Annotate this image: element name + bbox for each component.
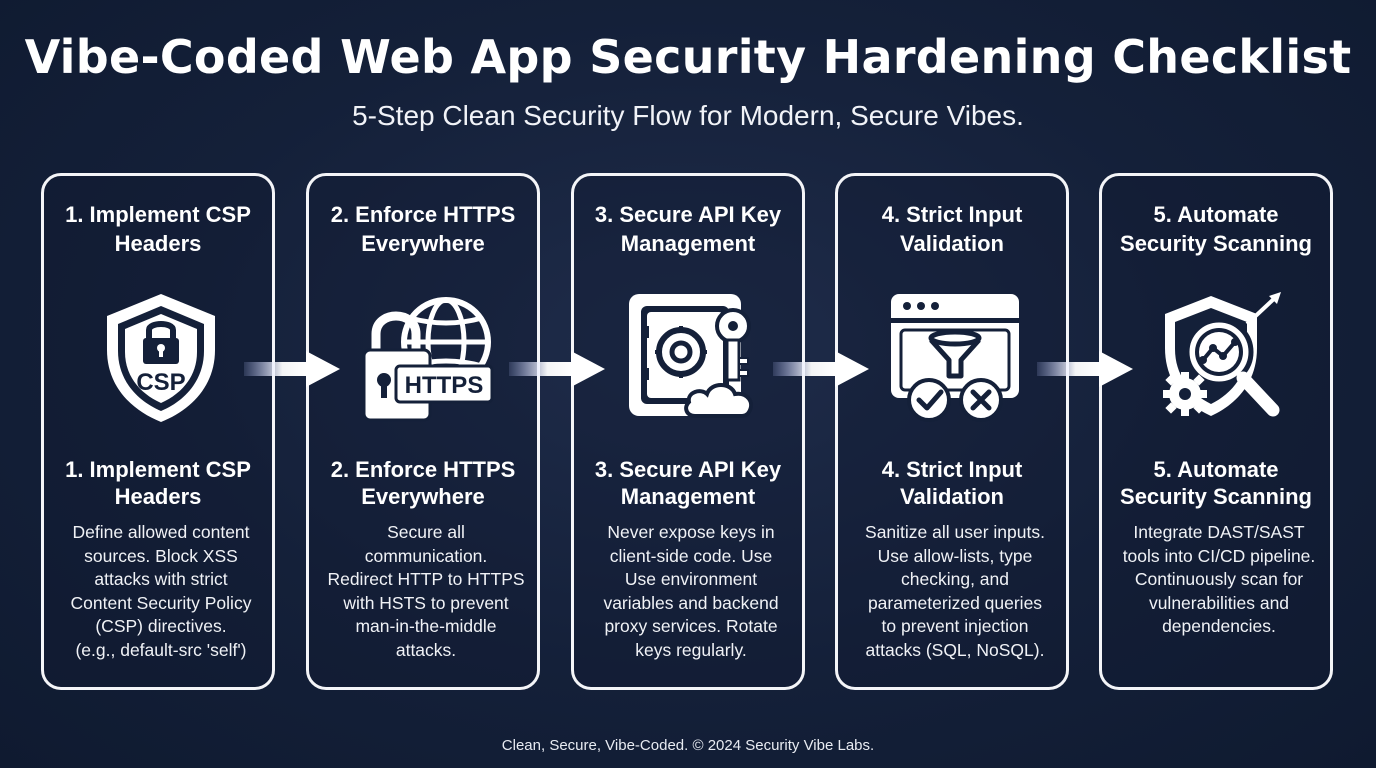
step-card-4: 4. Strict Input Validation 4. Strict Inp…: [835, 173, 1069, 690]
step-5-heading: 5. Automate Security Scanning: [1102, 200, 1330, 258]
desc-line: attacks.: [395, 639, 457, 660]
svg-text:CSP: CSP: [136, 369, 185, 396]
desc-line: Sanitize all user inputs.: [865, 522, 1045, 542]
desc-line: sources. Block XSS: [84, 545, 238, 566]
desc-line: Define allowed content: [72, 522, 250, 542]
browser-filter-check-icon: [885, 286, 1025, 426]
flow-arrow-2: [509, 349, 605, 389]
step-4-description: Sanitize all user inputs. Use allow-list…: [848, 521, 1062, 662]
step-2-description: Secure all communication. Redirect HTTP …: [319, 521, 533, 662]
desc-line: checking, and: [901, 569, 1009, 589]
desc-line: (e.g., default-src 'self'): [75, 639, 247, 660]
desc-line: vulnerabilities and: [1148, 592, 1290, 613]
flow-arrow-3: [773, 349, 869, 389]
step-card-5: 5. Automate Security Scanning: [1099, 173, 1333, 690]
desc-line: to prevent injection: [881, 616, 1029, 636]
desc-line: Secure all: [387, 522, 465, 542]
shield-magnifier-gear-icon: [1149, 286, 1289, 426]
desc-line: Content Security Policy: [70, 592, 252, 613]
desc-line: client-side code. Use: [609, 545, 773, 566]
step-4-heading-line-1: 4. Strict Input: [881, 202, 1023, 227]
desc-line: Continuously scan for: [1134, 569, 1304, 589]
step-5-subheading: 5. Automate Security Scanning: [1102, 456, 1330, 510]
flow-arrow-1: [244, 349, 340, 389]
desc-line: proxy services. Rotate: [604, 616, 778, 636]
step-5-subheading-line-2: Security Scanning: [1120, 484, 1312, 509]
step-2-heading-line-2: Everywhere: [361, 231, 485, 256]
step-1-subheading-line-2: Headers: [114, 484, 202, 509]
step-2-heading-line-1: 2. Enforce HTTPS: [330, 202, 516, 227]
desc-line: variables and backend: [603, 592, 779, 613]
desc-line: (CSP) directives.: [95, 616, 227, 636]
step-2-subheading-line-2: Everywhere: [361, 484, 485, 509]
desc-line: dependencies.: [1162, 616, 1276, 636]
step-1-heading: 1. Implement CSP Headers: [44, 200, 272, 258]
step-1-subheading-line-1: 1. Implement CSP: [65, 457, 251, 482]
padlock-globe-https-icon: HTTPS: [356, 286, 496, 426]
step-4-subheading: 4. Strict Input Validation: [838, 456, 1066, 510]
step-4-subheading-line-1: 4. Strict Input: [881, 457, 1023, 482]
step-3-description: Never expose keys in client-side code. U…: [584, 521, 798, 662]
step-1-description: Define allowed content sources. Block XS…: [54, 521, 268, 662]
page-subtitle: 5-Step Clean Security Flow for Modern, S…: [352, 100, 1024, 131]
step-3-subheading-line-1: 3. Secure API Key: [594, 457, 782, 482]
step-2-subheading: 2. Enforce HTTPS Everywhere: [309, 456, 537, 510]
desc-line: attacks with strict: [94, 569, 228, 589]
desc-line: communication.: [364, 545, 488, 566]
shield-lock-csp-icon: CSP: [91, 286, 231, 426]
step-4-heading-line-2: Validation: [900, 231, 1004, 256]
desc-line: attacks (SQL, NoSQL).: [865, 639, 1045, 660]
desc-line: Redirect HTTP to HTTPS: [327, 569, 525, 589]
safe-key-cloud-icon: [621, 286, 761, 426]
step-card-1: 1. Implement CSP Headers CSP 1. Implemen…: [41, 173, 275, 690]
desc-line: Use environment: [624, 569, 758, 589]
desc-line: Use allow-lists, type: [877, 545, 1033, 566]
step-1-heading-line-2: Headers: [114, 231, 202, 256]
desc-line: man-in-the-middle: [355, 616, 497, 636]
step-card-2: 2. Enforce HTTPS Everywhere HTTPS 2. Enf…: [306, 173, 540, 690]
desc-line: parameterized queries: [867, 592, 1043, 613]
footer-credit: Clean, Secure, Vibe-Coded. © 2024 Securi…: [501, 737, 875, 754]
step-3-subheading: 3. Secure API Key Management: [574, 456, 802, 510]
page-title: Vibe-Coded Web App Security Hardening Ch…: [24, 30, 1352, 84]
step-3-heading: 3. Secure API Key Management: [574, 200, 802, 258]
step-5-subheading-line-1: 5. Automate: [1153, 457, 1279, 482]
step-1-subheading: 1. Implement CSP Headers: [44, 456, 272, 510]
step-3-heading-line-1: 3. Secure API Key: [594, 202, 782, 227]
step-5-heading-line-2: Security Scanning: [1120, 231, 1312, 256]
flow-arrow-4: [1037, 349, 1133, 389]
svg-text:HTTPS: HTTPS: [405, 372, 484, 399]
step-1-heading-line-1: 1. Implement CSP: [65, 202, 251, 227]
desc-line: keys regularly.: [635, 639, 747, 660]
step-2-heading: 2. Enforce HTTPS Everywhere: [309, 200, 537, 258]
desc-line: Never expose keys in: [607, 522, 775, 542]
step-3-subheading-line-2: Management: [620, 484, 756, 509]
step-3-heading-line-2: Management: [620, 231, 756, 256]
step-2-subheading-line-1: 2. Enforce HTTPS: [330, 457, 516, 482]
step-4-heading: 4. Strict Input Validation: [838, 200, 1066, 258]
desc-line: tools into CI/CD pipeline.: [1122, 545, 1316, 566]
desc-line: Integrate DAST/SAST: [1133, 522, 1305, 542]
step-card-3: 3. Secure API Key Management 3. Secure A…: [571, 173, 805, 690]
step-5-description: Integrate DAST/SAST tools into CI/CD pip…: [1112, 521, 1326, 639]
desc-line: with HSTS to prevent: [343, 592, 509, 613]
step-4-subheading-line-2: Validation: [900, 484, 1004, 509]
step-5-heading-line-1: 5. Automate: [1153, 202, 1279, 227]
